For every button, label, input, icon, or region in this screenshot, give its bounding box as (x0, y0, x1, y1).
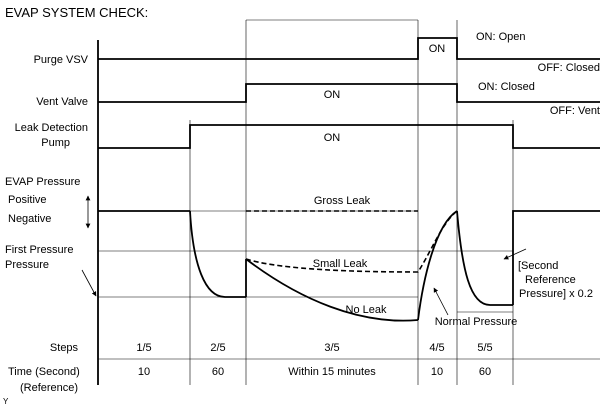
vent-valve-label: Vent Valve (36, 96, 88, 108)
pressure-waveforms: Gross Leak Small Leak No Leak Normal Pre… (98, 195, 600, 328)
positive-label: Positive (8, 194, 47, 206)
time-label: Time (Second) (8, 366, 80, 378)
steps-row: Steps 1/5 2/5 3/5 4/5 5/5 (50, 342, 493, 354)
first-pressure-arrow (81, 269, 97, 297)
normal-pressure-curve (417, 210, 458, 321)
second-reference-label-line3: Pressure] x 0.2 (519, 288, 593, 300)
purge-vsv-on-label: ON (429, 43, 446, 55)
vent-valve-waveform (98, 83, 600, 103)
leak-detection-pump-row: Leak Detection Pump ON (15, 122, 600, 149)
purge-vsv-label: Purge VSV (34, 54, 89, 66)
step-3: 3/5 (324, 342, 339, 354)
no-leak-label: No Leak (346, 304, 387, 316)
leak-pump-waveform (98, 124, 600, 149)
step-4: 4/5 (429, 342, 444, 354)
time-step-5: 60 (479, 366, 491, 378)
corner-mark: Y (3, 397, 9, 406)
gross-leak-label: Gross Leak (314, 195, 371, 207)
vent-valve-on-label: ON (324, 89, 341, 101)
pressure-labels: EVAP Pressure Positive Negative First Pr… (5, 176, 97, 297)
pressure-drop-step-5 (456, 210, 513, 306)
normal-pressure-arrow (433, 287, 449, 316)
time-step-2: 60 (212, 366, 224, 378)
second-reference-label-line1: [Second (518, 260, 558, 272)
purge-vsv-note-on: ON: Open (476, 31, 526, 43)
time-reference-label: (Reference) (20, 382, 78, 394)
vent-valve-row: Vent Valve ON ON: Closed OFF: Vent (36, 81, 600, 117)
second-reference-arrow (503, 248, 527, 260)
steps-label: Steps (50, 342, 79, 354)
first-pressure-label-line2: Pressure (5, 259, 49, 271)
second-reference-label-line2: Reference (525, 274, 576, 286)
purge-vsv-waveform (98, 37, 600, 60)
negative-label: Negative (8, 213, 51, 225)
time-step-4: 10 (431, 366, 443, 378)
time-step-1: 10 (138, 366, 150, 378)
leak-pump-label-line2: Pump (41, 137, 70, 149)
purge-vsv-row: Purge VSV ON ON: Open OFF: Closed (34, 31, 600, 74)
vent-valve-note-off: OFF: Vent (550, 105, 600, 117)
pressure-drop-step-2 (189, 210, 246, 298)
step-1: 1/5 (136, 342, 151, 354)
time-step-3: Within 15 minutes (288, 366, 376, 378)
diagram-title: EVAP SYSTEM CHECK: (5, 5, 148, 20)
vent-valve-note-on: ON: Closed (478, 81, 535, 93)
pressure-recovery-line (512, 210, 600, 305)
step-5: 5/5 (477, 342, 492, 354)
no-leak-curve (245, 258, 419, 322)
first-pressure-label: First Pressure (5, 244, 73, 256)
step-2: 2/5 (210, 342, 225, 354)
evap-pressure-title: EVAP Pressure (5, 176, 80, 188)
purge-vsv-note-off: OFF: Closed (538, 62, 600, 74)
small-leak-label: Small Leak (313, 258, 368, 270)
leak-pump-label-line1: Leak Detection (15, 122, 88, 134)
time-row: Time (Second) (Reference) 10 60 Within 1… (8, 366, 491, 394)
leak-pump-on-label: ON (324, 132, 341, 144)
normal-pressure-label: Normal Pressure (435, 316, 518, 328)
